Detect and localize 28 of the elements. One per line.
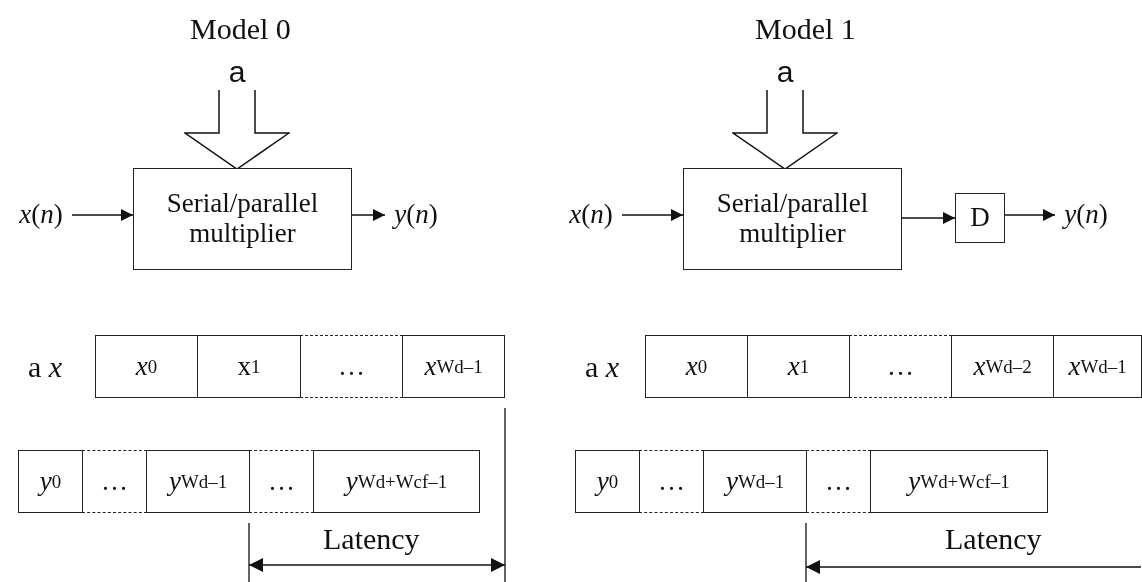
row-label: a x bbox=[28, 350, 63, 384]
group-title: Model 0 bbox=[190, 12, 291, 46]
sample-cell: … bbox=[82, 450, 147, 513]
sample-cell: … bbox=[806, 450, 871, 513]
arrow bbox=[621, 209, 684, 221]
sample-cell: … bbox=[249, 450, 314, 513]
dimension-label: Latency bbox=[945, 522, 1042, 556]
multiplier-block: Serial/parallel multiplier bbox=[133, 168, 352, 270]
signal-label: y(n) bbox=[1055, 195, 1117, 235]
arrow bbox=[901, 212, 956, 224]
dimension-label: Latency bbox=[323, 522, 420, 556]
sample-cell: … bbox=[300, 335, 403, 398]
wide-arrow bbox=[184, 90, 290, 170]
sample-cell: … bbox=[849, 335, 952, 398]
arrow bbox=[351, 209, 386, 221]
signal-label: y(n) bbox=[385, 195, 447, 235]
signal-label: x(n) bbox=[10, 195, 72, 235]
delay-block: D bbox=[955, 193, 1005, 243]
arrow bbox=[1004, 209, 1056, 221]
group-title: Model 1 bbox=[755, 12, 856, 46]
input-label: a bbox=[760, 52, 810, 90]
arrow bbox=[71, 209, 134, 221]
sample-cell: … bbox=[639, 450, 704, 513]
wide-arrow bbox=[732, 90, 838, 170]
multiplier-block: Serial/parallel multiplier bbox=[683, 168, 902, 270]
input-label: a bbox=[212, 52, 262, 90]
signal-label: x(n) bbox=[560, 195, 622, 235]
row-label: a x bbox=[585, 350, 620, 384]
